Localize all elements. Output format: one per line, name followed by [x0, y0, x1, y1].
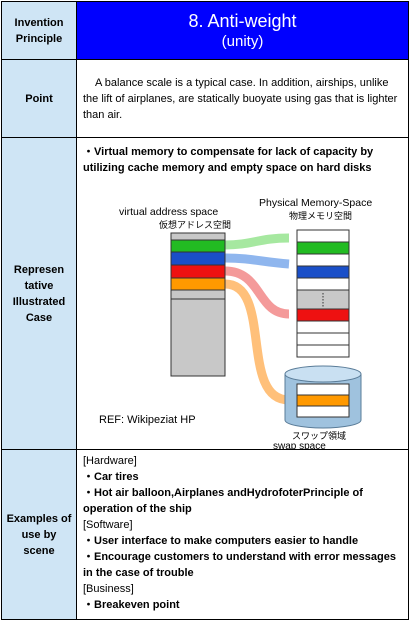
- physical-memory-label: Physical Memory-Space: [259, 197, 372, 209]
- swap-disk: [284, 365, 362, 429]
- examples-cell: [Hardware] ・Car tires ・Hot air balloon,A…: [76, 449, 409, 620]
- reference-text: REF: Wikipeziat HP: [99, 414, 196, 426]
- hardware-category: [Hardware]: [83, 455, 137, 467]
- list-item: ・Encourage customers to understand with …: [83, 551, 396, 579]
- principle-subtitle: (unity): [221, 33, 264, 50]
- virtual-address-label-jp: 仮想アドレス空間: [159, 219, 231, 231]
- physical-frame-red: [296, 308, 350, 322]
- representative-case-label: Represen tative Illustrated Case: [1, 137, 77, 450]
- swap-label: swap space: [273, 441, 326, 450]
- virtual-page-blue: [170, 251, 226, 266]
- list-item: ・Car tires: [83, 471, 139, 483]
- invention-principle-label: Invention Principle: [1, 1, 77, 60]
- virtual-address-block: [170, 232, 226, 377]
- software-category: [Software]: [83, 519, 133, 531]
- virtual-page-orange: [170, 277, 226, 291]
- physical-memory-block: [296, 229, 350, 358]
- green-mapping-band: [224, 233, 290, 250]
- principle-title-cell: 8. Anti-weight (unity): [76, 1, 409, 60]
- virtual-address-label: virtual address space: [119, 206, 218, 218]
- principle-title: 8. Anti-weight: [188, 11, 297, 31]
- point-text: A balance scale is a typical case. In ad…: [76, 59, 409, 138]
- illustration-heading: ・Virtual memory to compensate for lack o…: [83, 146, 374, 174]
- blue-mapping-band: [224, 253, 290, 269]
- list-item: ・Breakeven point: [83, 599, 180, 611]
- virtual-memory-diagram: virtual address space 仮想アドレス空間 Physical …: [99, 197, 372, 450]
- list-item: ・User interface to make computers easier…: [83, 535, 359, 547]
- illustration-cell: ・Virtual memory to compensate for lack o…: [76, 137, 409, 450]
- swap-page-orange: [296, 394, 350, 407]
- virtual-page-red: [170, 264, 226, 279]
- point-label: Point: [1, 59, 77, 138]
- list-item: ・Hot air balloon,Airplanes andHydrofoter…: [83, 487, 363, 515]
- business-category: [Business]: [83, 583, 134, 595]
- examples-label: Examples of use by scene: [1, 449, 77, 620]
- virtual-page-green: [170, 239, 226, 253]
- orange-mapping-band: [224, 279, 290, 405]
- swap-label-jp: スワップ領域: [292, 430, 346, 442]
- physical-frame-blue: [296, 265, 350, 279]
- physical-frame-green: [296, 241, 350, 255]
- physical-memory-label-jp: 物理メモリ空間: [289, 210, 352, 222]
- red-mapping-band: [224, 266, 290, 319]
